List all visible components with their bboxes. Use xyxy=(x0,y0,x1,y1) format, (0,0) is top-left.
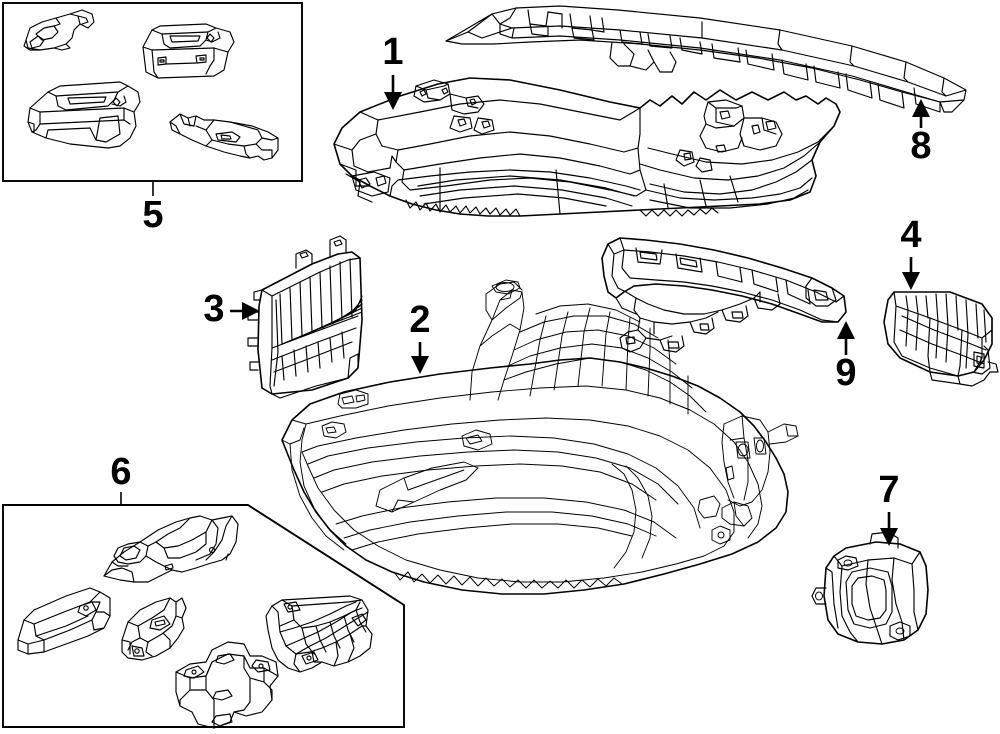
callout-3-number: 3 xyxy=(203,288,224,330)
callout-7-number: 7 xyxy=(878,469,899,511)
bracket-kit-box-top-left xyxy=(2,2,303,182)
ballast-module-right xyxy=(883,291,999,387)
callout-7: 7 xyxy=(878,469,900,546)
callout-8-number: 8 xyxy=(910,125,931,167)
box-6-border xyxy=(2,504,405,728)
headlamp-mounting-bracket-upper xyxy=(601,237,847,353)
callout-2-number: 2 xyxy=(409,299,430,341)
mount-bracket-lower-left xyxy=(27,81,141,149)
rail-slide-bracket xyxy=(17,587,111,655)
callout-6: 6 xyxy=(110,451,132,506)
callout-1: 1 xyxy=(382,31,404,110)
callout-2-arrowhead xyxy=(411,356,429,374)
callout-9-number: 9 xyxy=(835,352,856,394)
callout-7-arrowhead xyxy=(880,528,898,546)
callout-1-arrowhead xyxy=(384,92,402,110)
cross-shaped-plate xyxy=(175,641,279,729)
bracket-kit-box-bottom-left xyxy=(2,504,405,729)
callout-1-number: 1 xyxy=(382,31,403,73)
led-control-module-finned xyxy=(247,235,363,399)
callout-6-number: 6 xyxy=(110,451,131,493)
upper-radiator-support-panel xyxy=(333,77,841,217)
wing-bracket xyxy=(103,515,239,583)
callout-8: 8 xyxy=(910,99,932,167)
callout-5: 5 xyxy=(142,181,164,236)
mount-bracket-upper-right xyxy=(142,23,235,79)
headlamp-leveling-actuator xyxy=(811,531,929,645)
center-mount-bracket xyxy=(121,597,187,661)
callout-2: 2 xyxy=(409,299,431,374)
callout-3: 3 xyxy=(203,288,260,330)
small-clip-bracket xyxy=(23,9,95,51)
lattice-support-bracket xyxy=(265,595,373,673)
upper-tie-bar-rail xyxy=(445,5,967,113)
callout-5-number: 5 xyxy=(142,194,163,236)
headlamp-assembly xyxy=(281,279,799,595)
callout-9: 9 xyxy=(835,321,857,394)
callout-4: 4 xyxy=(900,214,922,290)
callout-4-arrowhead xyxy=(902,272,920,290)
callout-8-arrowhead xyxy=(912,99,930,117)
callout-3-arrowhead xyxy=(242,302,260,320)
callout-4-number: 4 xyxy=(900,214,921,256)
callout-9-arrowhead xyxy=(837,321,855,339)
retainer-strip-bracket xyxy=(169,113,279,161)
